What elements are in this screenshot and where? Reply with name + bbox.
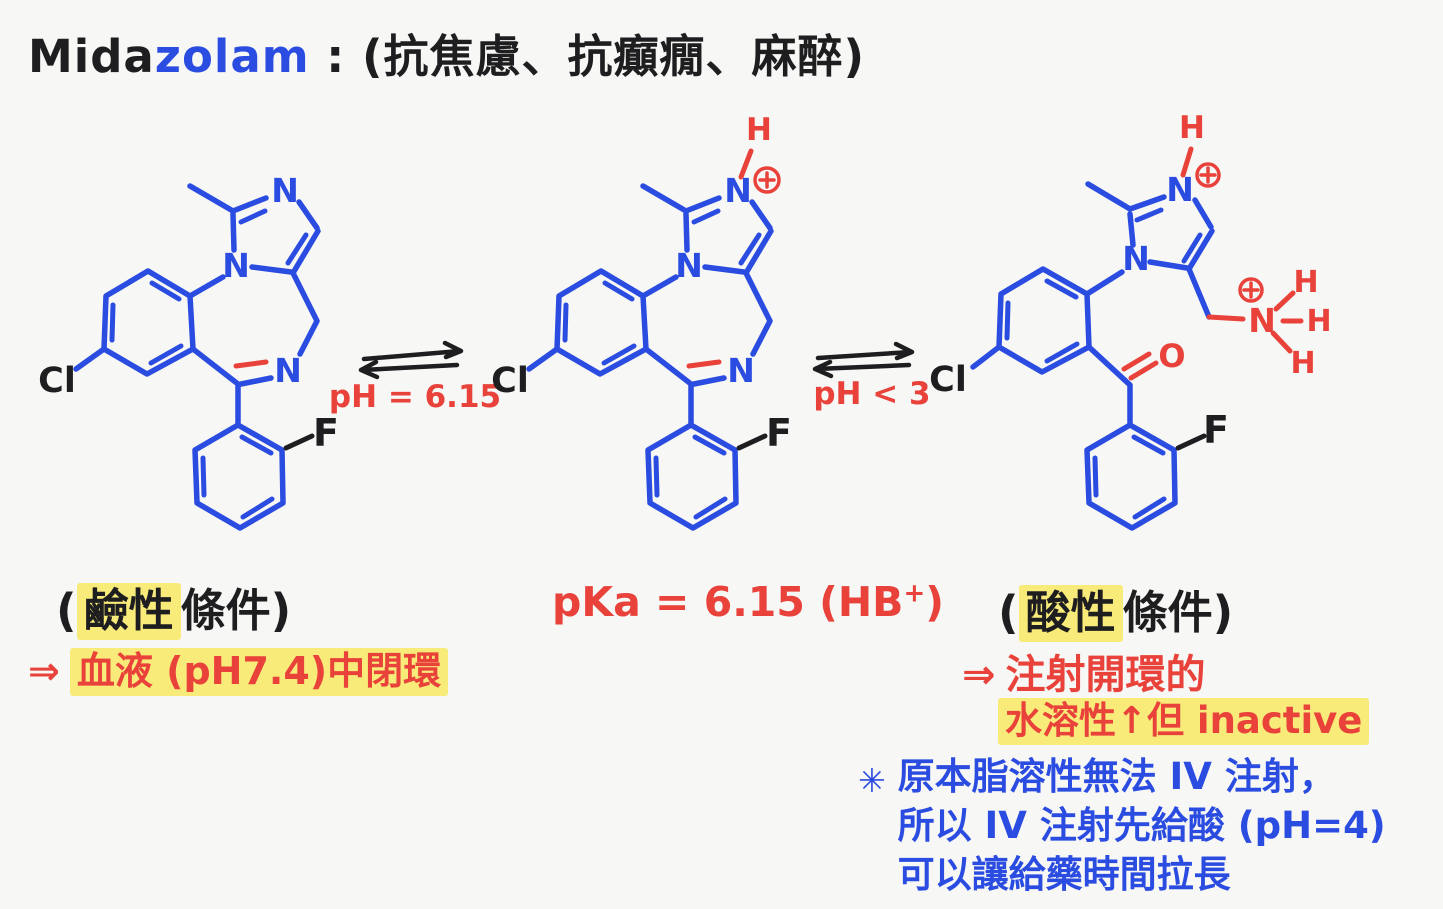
title-indications: (抗焦慮、抗癲癇、麻醉) [361,30,866,83]
red-bonds [1121,146,1304,381]
pka-caption: pKa = 6.15 (HB+) [552,578,944,626]
pka-close: ) [925,578,944,626]
acidic-note-text2: 水溶性↑但 inactive [998,698,1370,745]
atom-label-f: F [1203,408,1229,452]
arrow-top-line [815,341,915,361]
charge-plus-icon [1238,277,1264,303]
basic-condition-caption: (鹼性條件) [56,574,292,640]
acidic-note-line2: 水溶性↑但 inactive [998,690,1370,745]
title-separator: : [309,30,362,83]
asterisk-icon: ✳ [858,761,886,800]
drug-name-blue: zolam [154,30,310,83]
ph-forward-label: pH = 6.15 [329,379,501,415]
acidic-condition-caption: (酸性條件) [998,576,1234,642]
double-bond-inner-lines [1004,207,1203,520]
proton-h-label: H [746,112,772,148]
arrow-top-line [361,340,464,362]
ph-reverse-label: pH < 3 [813,376,930,412]
structure-closed-form [38,171,339,528]
arrow-bottom-line [812,359,912,379]
arrow-bottom-line [358,359,460,380]
equilibrium-arrow-reverse [812,341,915,379]
basic-condition-highlight: 鹼性 [76,583,181,640]
acidic-note-line1: ⇒注射開環的 [962,642,1206,700]
acidic-condition-rest: 條件) [1122,586,1234,639]
acidic-condition-highlight: 酸性 [1018,585,1123,642]
atom-label-cl: Cl [929,360,967,400]
drug-name-black: Mida [28,30,155,83]
ammonium-h-label: H [1290,346,1315,381]
ammonium-n-label: N [1248,301,1276,340]
pka-superscript: + [903,578,926,609]
implies-arrow-icon: ⇒ [962,652,996,698]
page-title: Midazolam : (抗焦慮、抗癲癇、麻醉) [28,20,865,85]
atom-label-n1: N [1122,239,1150,278]
bond-lines-blue [970,181,1215,531]
pka-text: pKa = 6.15 (HB [552,578,904,626]
footnote-lines: 原本脂溶性無法 IV 注射， 所以 IV 注射先給酸 (pH=4) 可以讓給藥時… [898,752,1386,899]
ammonium-h-label: H [1293,265,1318,300]
basic-condition-rest: 條件) [180,584,292,637]
charge-plus-icon [1195,162,1221,188]
paren-open: ( [998,586,1019,639]
acidic-note-text1: 注射開環的 [1005,652,1206,698]
charge-plus-icon [753,166,781,194]
footnote-line3: 可以讓給藥時間拉長 [897,853,1231,896]
proton-h-label: H [1179,110,1205,146]
footnote-line2: 所以 IV 注射先給酸 (pH=4) [897,804,1386,847]
n-h-bond-red [738,148,754,180]
structure-open-form: N N H O N H H H Cl F [929,110,1332,531]
implies-arrow-icon: ⇒ [28,649,60,693]
atom-label-n3: N [1166,170,1194,209]
carbonyl-o-label: O [1158,337,1185,375]
paren-open: ( [56,584,77,637]
ammonium-h-label: H [1306,304,1331,339]
footnote: ✳ 原本脂溶性無法 IV 注射， 所以 IV 注射先給酸 (pH=4) 可以讓給… [858,752,1386,899]
basic-note-text: 血液 (pH7.4)中閉環 [69,648,449,696]
bond-to-fluorine [1175,433,1207,451]
basic-note: ⇒血液 (pH7.4)中閉環 [28,640,449,696]
footnote-line1: 原本脂溶性無法 IV 注射， [897,755,1336,798]
structure-protonated-form: H [491,112,792,528]
equilibrium-arrow-forward [358,340,464,380]
